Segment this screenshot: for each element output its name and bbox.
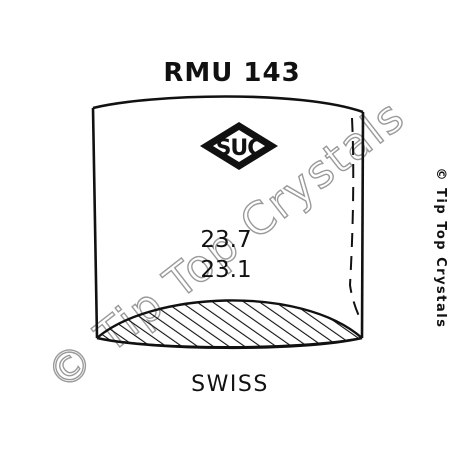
inner-profile-dashed: [348, 117, 362, 321]
logo-text: SUC: [216, 136, 263, 161]
dimension-primary: 23.7: [200, 227, 251, 253]
crystal-left-edge: [91, 107, 99, 339]
crystal-top-edge: [92, 95, 364, 114]
logo-diamond-inner: [213, 130, 265, 162]
suc-logo: SUC: [200, 122, 278, 170]
dimension-secondary: 23.1: [200, 257, 251, 283]
origin-label: SWISS: [191, 372, 269, 397]
watermark-side: © Tip Top Crystals: [433, 168, 448, 329]
part-code-title: RMU 143: [163, 58, 300, 88]
crystal-right-edge: [360, 111, 365, 339]
